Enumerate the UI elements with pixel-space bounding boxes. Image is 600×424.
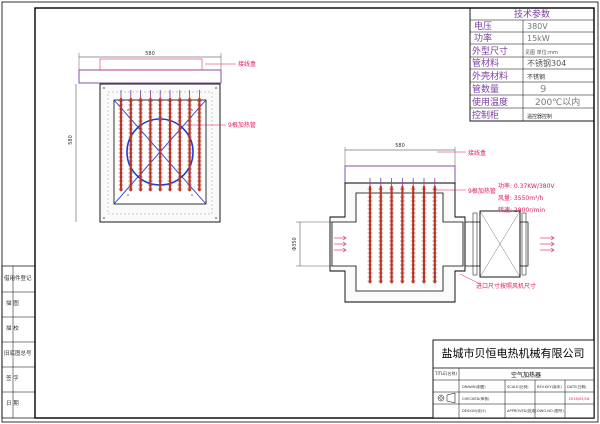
left-heating-tubes bbox=[118, 90, 202, 192]
side-row-label: 借用件登记 bbox=[4, 274, 32, 282]
right-dim-duct: Φ350 bbox=[292, 237, 298, 250]
date-label: DATE(日期) bbox=[567, 384, 587, 389]
design-label: DESIGN(设计) bbox=[462, 408, 486, 413]
heating-tube bbox=[118, 90, 124, 192]
spec-label: 控制柜 bbox=[472, 109, 499, 121]
inlet-arrows bbox=[334, 235, 347, 253]
spec-table: 技术参数 电压 380V 功率 15kW 外型尺寸 见图 单位:mm 管材料 不… bbox=[469, 7, 595, 122]
outlet-arrows bbox=[540, 235, 555, 253]
spec-label: 管数量 bbox=[472, 83, 499, 95]
spec-value: 9 bbox=[540, 84, 546, 95]
inlet-note: 进口尺寸按照风机尺寸 bbox=[476, 282, 536, 290]
left-dim-height: 580 bbox=[68, 135, 74, 145]
projection-symbol-icon bbox=[437, 392, 456, 404]
title-block: 盐城市贝恒电热机械有限公司 TITLE(名称) 空气加热器 DRAWN(制图) … bbox=[432, 339, 595, 419]
left-label-tubes: 9根加热管 bbox=[228, 121, 256, 129]
spec-title: 技术参数 bbox=[514, 8, 550, 20]
scale-label: SCALE(比例) bbox=[507, 384, 529, 389]
heating-tube bbox=[187, 90, 192, 192]
right-label-junction: 接线盒 bbox=[468, 149, 486, 157]
heating-tube bbox=[138, 90, 143, 192]
heating-tube bbox=[410, 178, 416, 284]
left-dim-width: 580 bbox=[145, 51, 155, 57]
drawn-label: DRAWN(制图) bbox=[462, 384, 486, 389]
side-row-label: 签 字 bbox=[6, 374, 19, 382]
heating-tube bbox=[177, 90, 183, 192]
heating-tube bbox=[421, 178, 427, 284]
checked-label: CHECKED(审核) bbox=[462, 396, 490, 401]
left-label-junction: 接线盒 bbox=[238, 60, 256, 68]
spec-value: 温控器控制 bbox=[527, 113, 552, 120]
left-junction-box bbox=[78, 69, 222, 84]
inner-frame bbox=[34, 7, 595, 419]
drawing-name: 空气加热器 bbox=[511, 371, 541, 379]
spec-label: 外型尺寸 bbox=[472, 45, 508, 57]
heating-tube bbox=[400, 178, 405, 284]
spec-value: 不锈钢 bbox=[527, 73, 545, 81]
right-dim-width: 580 bbox=[395, 143, 405, 149]
fan-spec-airflow: 风量: 3550m³/h bbox=[498, 195, 543, 202]
dwg-no-label: DWG.NO.(图号) bbox=[537, 408, 564, 413]
spec-label: 外壳材料 bbox=[472, 70, 508, 82]
spec-label: 电压 bbox=[474, 20, 492, 32]
fan-spec-speed: 转速: 2800r/min bbox=[498, 206, 545, 214]
right-junction-box bbox=[344, 165, 456, 184]
heating-tube bbox=[378, 178, 384, 284]
spec-value: 15kW bbox=[527, 34, 550, 43]
heating-tube bbox=[197, 90, 202, 192]
spec-value: 见图 单位:mm bbox=[525, 49, 558, 56]
spec-value: 380V bbox=[527, 22, 548, 31]
fan-spec-power: 功率: 0.37KW/380V bbox=[498, 182, 555, 190]
heating-tube bbox=[128, 90, 134, 192]
spec-label: 功率 bbox=[474, 32, 492, 44]
heating-tube bbox=[432, 178, 438, 284]
left-front-view: 580 580 接线盒 9根加热管 bbox=[68, 51, 256, 223]
heating-tube bbox=[148, 90, 153, 192]
side-row-label: 日 期 bbox=[6, 400, 19, 407]
right-heating-tubes bbox=[367, 178, 438, 284]
spec-value: 不锈钢304 bbox=[527, 58, 566, 68]
rev-label: REV.KEY(版本) bbox=[537, 384, 562, 389]
heating-tube bbox=[157, 90, 163, 192]
heating-tube bbox=[389, 178, 394, 284]
date-value: 2016/05/18 bbox=[569, 397, 590, 401]
spec-label: 管材料 bbox=[472, 57, 499, 69]
side-row-label: 描 图 bbox=[6, 299, 19, 307]
side-row-label: 描 校 bbox=[6, 324, 19, 332]
heating-tube bbox=[367, 178, 373, 284]
right-label-tubes: 9根加热管 bbox=[468, 187, 496, 195]
left-junction-cover bbox=[99, 58, 203, 71]
approved-label: APPROVED(批准) bbox=[507, 408, 537, 413]
right-side-view: 580 Φ350 bbox=[292, 143, 555, 303]
spec-label: 使用温度 bbox=[472, 96, 508, 108]
side-register-block: 借用件登记 描 图 描 校 旧底图总号 签 字 日 期 bbox=[1, 265, 36, 419]
side-row-label: 旧底图总号 bbox=[4, 349, 32, 357]
heating-tube bbox=[167, 90, 173, 192]
spec-value: 200℃以内 bbox=[535, 96, 580, 108]
company-name: 盐城市贝恒电热机械有限公司 bbox=[442, 346, 585, 360]
title-label: TITLE(名称) bbox=[434, 370, 457, 376]
